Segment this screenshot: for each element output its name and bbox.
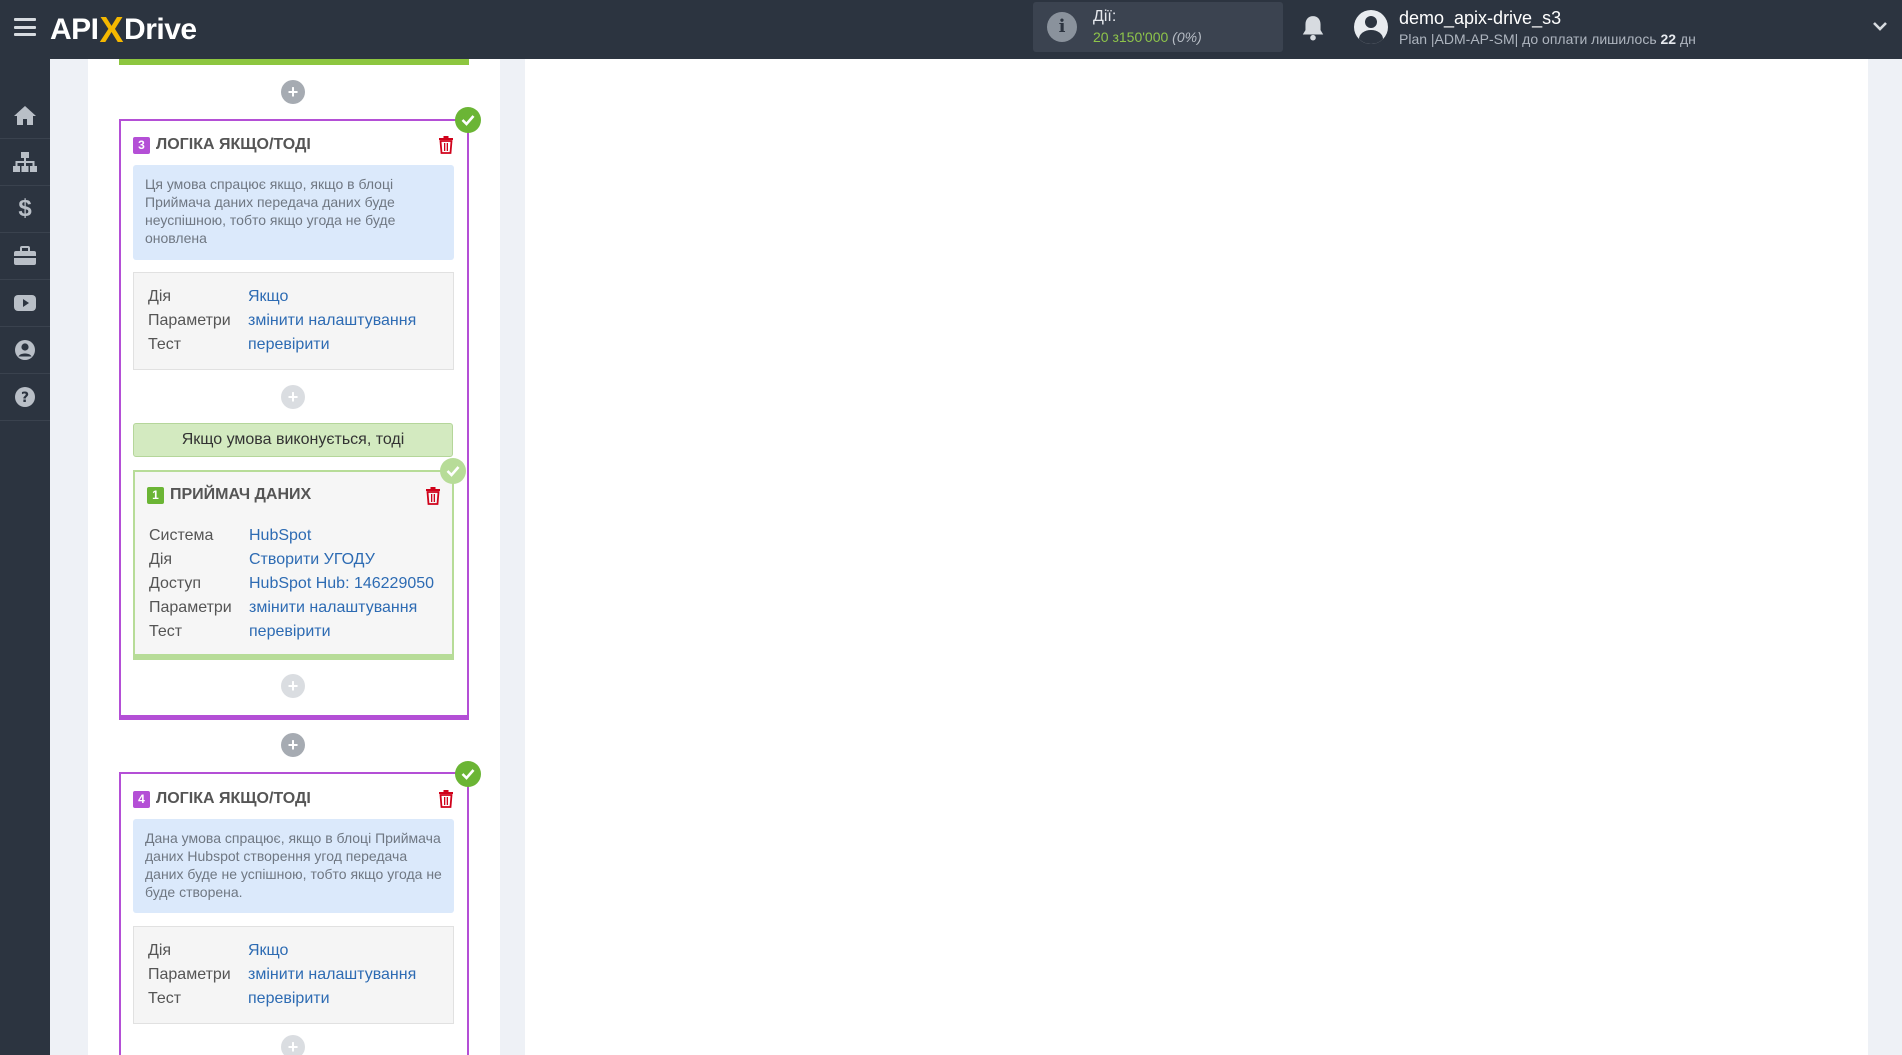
actions-value: 20 з150'000 (0%) [1093, 29, 1202, 45]
logic-block-4-title: 4 ЛОГІКА ЯКЩО/ТОДІ [133, 790, 311, 808]
block-title-text: ЛОГІКА ЯКЩО/ТОДІ [156, 136, 311, 153]
plan-days-unit: дн [1679, 31, 1696, 47]
youtube-icon [14, 295, 36, 311]
avatar[interactable] [1354, 10, 1388, 44]
svg-text:?: ? [21, 390, 29, 406]
sidebar-item-billing[interactable]: $ [0, 186, 50, 233]
sidebar-item-services[interactable] [0, 233, 50, 280]
trash-icon[interactable] [425, 487, 441, 505]
action-link[interactable]: Якщо [248, 942, 289, 959]
row-key: Доступ [149, 575, 202, 592]
user-plan: Plan |ADM-AP-SM| до оплати лишилось 22 д… [1399, 31, 1696, 47]
user-circle-icon [15, 340, 35, 360]
change-settings-link[interactable]: змінити налаштування [248, 312, 417, 329]
row-key: Дія [148, 942, 172, 959]
add-step-button[interactable]: + [281, 1035, 305, 1055]
action-link[interactable]: Якщо [248, 288, 289, 305]
check-icon [455, 107, 481, 133]
add-block-button[interactable]: + [281, 733, 305, 757]
info-icon[interactable]: i [1047, 12, 1077, 42]
row-key: Дія [148, 288, 172, 305]
plan-text: Plan |ADM-AP-SM| до оплати лишилось [1399, 31, 1657, 47]
settings-row-action: Дія Якщо [148, 941, 288, 961]
settings-row-test: Тест перевірити [148, 335, 330, 355]
sitemap-icon [13, 152, 37, 172]
test-link[interactable]: перевірити [249, 623, 331, 640]
add-block-button[interactable]: + [281, 80, 305, 104]
trash-icon[interactable] [438, 136, 454, 154]
logic-block-3-description: Ця умова спрацює якщо, якщо в блоці Прий… [133, 165, 454, 260]
settings-row-test: Тест перевірити [148, 989, 330, 1009]
add-step-button[interactable]: + [281, 674, 305, 698]
receiver-row-access: Доступ HubSpot Hub: 146229050 [149, 574, 434, 594]
actions-label: Дії: [1093, 8, 1117, 25]
block-number-badge: 3 [133, 136, 150, 154]
previous-block-bottom [119, 59, 469, 65]
row-key: Тест [148, 990, 182, 1007]
logic-block-4-description: Дана умова спрацює, якщо в блоці Приймач… [133, 819, 454, 913]
row-key: Параметри [148, 966, 231, 983]
sidebar-item-account[interactable] [0, 327, 50, 374]
actions-total: 150'000 [1118, 29, 1169, 45]
receiver-row-action: Дія Створити УГОДУ [149, 550, 375, 570]
sidebar-item-connections[interactable] [0, 139, 50, 186]
sidebar-item-video[interactable] [0, 280, 50, 327]
logo-text-api: API [50, 13, 99, 46]
block-number-badge: 4 [133, 790, 150, 808]
home-icon [14, 106, 36, 125]
check-icon [455, 761, 481, 787]
row-key: Тест [149, 623, 183, 640]
dollar-icon: $ [18, 195, 32, 222]
settings-row-params: Параметри змінити налаштування [148, 311, 416, 331]
block-number-badge: 1 [147, 486, 164, 504]
change-settings-link[interactable]: змінити налаштування [248, 966, 417, 983]
user-name[interactable]: demo_apix-drive_s3 [1399, 8, 1562, 28]
receiver-row-params: Параметри змінити налаштування [149, 598, 417, 618]
trash-icon[interactable] [438, 790, 454, 808]
receiver-row-system: Система HubSpot [149, 526, 311, 546]
logic-block-3-settings: Дія Якщо Параметри змінити налаштування Те… [133, 272, 454, 370]
briefcase-icon [14, 246, 36, 265]
condition-true-label: Якщо умова виконується, тоді [133, 423, 453, 457]
receiver-block-1: 1 ПРИЙМАЧ ДАНИХ Система HubSpot Дія Створи… [133, 470, 454, 660]
logo-text-drive: Drive [124, 13, 197, 46]
bell-icon[interactable] [1300, 14, 1326, 42]
actions-percent: (0%) [1172, 29, 1202, 45]
actions-of: з [1112, 29, 1119, 45]
check-icon [440, 458, 466, 484]
content-panel [525, 59, 1868, 1055]
sidebar-item-help[interactable]: ? [0, 374, 50, 421]
test-link[interactable]: перевірити [248, 990, 330, 1007]
system-link[interactable]: HubSpot [249, 527, 312, 544]
logo-text-x: X [99, 9, 124, 50]
block-title-text: ЛОГІКА ЯКЩО/ТОДІ [156, 790, 311, 807]
actions-used: 20 [1093, 29, 1109, 45]
plan-days: 22 [1660, 31, 1677, 47]
logic-block-4-settings: Дія Якщо Параметри змінити налаштування Те… [133, 926, 454, 1024]
receiver-row-test: Тест перевірити [149, 622, 331, 642]
add-step-button[interactable]: + [281, 385, 305, 409]
settings-row-params: Параметри змінити налаштування [148, 965, 416, 985]
settings-row-action: Дія Якщо [148, 287, 288, 307]
row-key: Дія [149, 551, 173, 568]
row-key: Параметри [148, 312, 231, 329]
logic-block-3-title: 3 ЛОГІКА ЯКЩО/ТОДІ [133, 136, 311, 154]
action-link[interactable]: Створити УГОДУ [249, 551, 375, 568]
actions-counter: i Дії: 20 з150'000 (0%) [1033, 2, 1283, 52]
test-link[interactable]: перевірити [248, 336, 330, 353]
chevron-down-icon[interactable] [1872, 18, 1888, 34]
row-key: Параметри [149, 599, 232, 616]
row-key: Система [149, 527, 214, 544]
row-key: Тест [148, 336, 182, 353]
menu-icon[interactable] [14, 18, 36, 36]
sidebar: $ ? [0, 59, 50, 1055]
access-link[interactable]: HubSpot Hub: 146229050 [249, 575, 435, 592]
block-title-text: ПРИЙМАЧ ДАНИХ [170, 486, 312, 503]
change-settings-link[interactable]: змінити налаштування [249, 599, 418, 616]
help-icon: ? [15, 387, 35, 407]
sidebar-item-home[interactable] [0, 92, 50, 139]
receiver-title: 1 ПРИЙМАЧ ДАНИХ [147, 486, 311, 504]
